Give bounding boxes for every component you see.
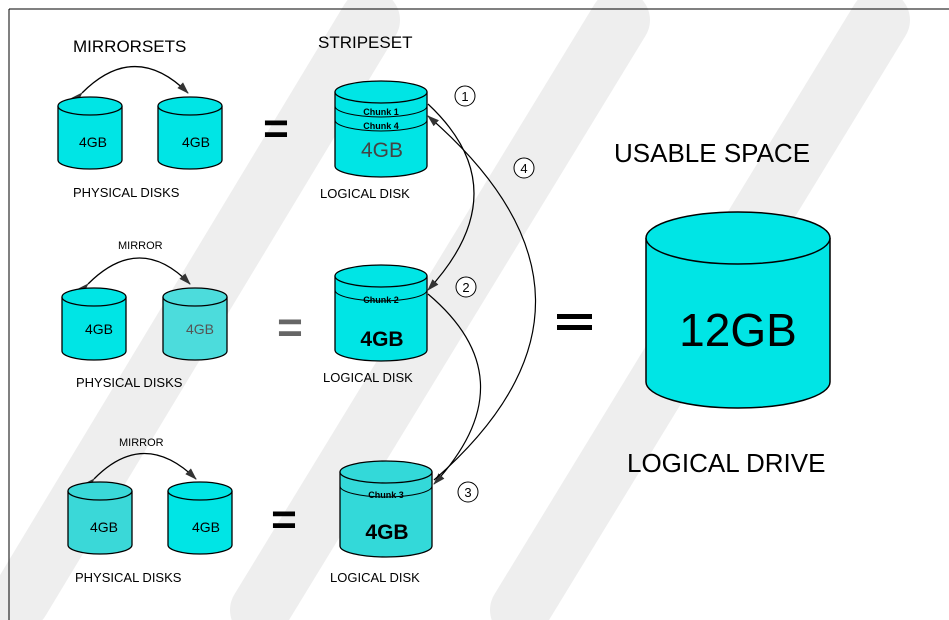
physical-disk-right: 4GB [157,96,223,170]
mirrorset-row-3: MIRROR 4GB 4GB PHYSICAL DISKS = Chunk 3 … [67,437,433,585]
logical-disk-size: 4GB [361,139,403,162]
logical-disk-size: 4GB [365,521,408,544]
physical-disk-left: 4GB [57,96,123,170]
logical-disk-1: Chunk 1 Chunk 4 4GB [334,80,428,178]
svg-text:1: 1 [461,89,468,104]
big-equals-sign [557,314,592,330]
logical-disk-label: LOGICAL DISK [320,186,410,201]
stripe-flow-arrows [427,103,537,485]
equals-sign: = [271,495,297,544]
mirror-label: MIRROR [119,437,164,449]
mirror-link-arrow [77,257,191,295]
physical-disk-right: 4GB [167,481,233,555]
logical-disk-label: LOGICAL DISK [323,370,413,385]
mirrorset-row-1: 4GB 4GB PHYSICAL DISKS = Chunk 1 Chunk 4… [57,65,428,201]
physical-disk-left: 4GB [67,481,133,555]
chunk-label: Chunk 3 [368,490,404,500]
flow-arrow-2-to-3 [427,293,482,485]
header-logical-drive: LOGICAL DRIVE [627,448,825,478]
step-marker-2: ② 2 [455,276,477,298]
step-marker-3: ③ 3 [457,481,479,503]
header-usable-space: USABLE SPACE [614,138,810,168]
flow-arrow-1-to-2 [427,103,475,291]
mirror-label: MIRROR [118,240,163,252]
step-marker-1: ① 1 [454,85,476,107]
chunk-label: Chunk 2 [363,295,399,305]
equals-sign: = [277,303,303,352]
mirrorset-row-2: MIRROR 4GB 4GB PHYSICAL DISKS = Chunk 2 … [61,240,428,390]
logical-disk-2: Chunk 2 4GB [334,264,428,362]
svg-text:4: 4 [520,161,527,176]
physical-disks-label: PHYSICAL DISKS [75,570,182,585]
svg-text:4GB: 4GB [192,519,220,535]
physical-disks-label: PHYSICAL DISKS [76,375,183,390]
chunk-label: Chunk 1 [363,107,399,117]
chunk-label: Chunk 4 [363,121,399,131]
mirror-link-arrow [71,65,189,104]
step-marker-4: ④ 4 [513,157,535,179]
svg-text:2: 2 [462,280,469,295]
mirror-link-arrow [83,452,197,490]
physical-disk-left: 4GB [61,287,127,361]
physical-disk-right: 4GB [162,287,228,361]
svg-text:3: 3 [464,485,471,500]
header-stripeset: STRIPESET [318,33,412,52]
svg-text:4GB: 4GB [90,519,118,535]
physical-disks-label: PHYSICAL DISKS [73,185,180,200]
logical-disk-size: 4GB [360,328,403,351]
logical-disk-label: LOGICAL DISK [330,570,420,585]
logical-disk-3: Chunk 3 4GB [339,460,433,558]
svg-text:4GB: 4GB [182,134,210,150]
equals-sign: = [263,104,289,153]
flow-arrow-3-to-1 [427,115,537,481]
usable-logical-drive: 12GB [645,211,831,409]
header-mirrorsets: MIRRORSETS [73,37,186,56]
usable-size: 12GB [679,304,797,356]
svg-text:4GB: 4GB [186,321,214,337]
svg-text:4GB: 4GB [85,321,113,337]
svg-text:4GB: 4GB [79,134,107,150]
